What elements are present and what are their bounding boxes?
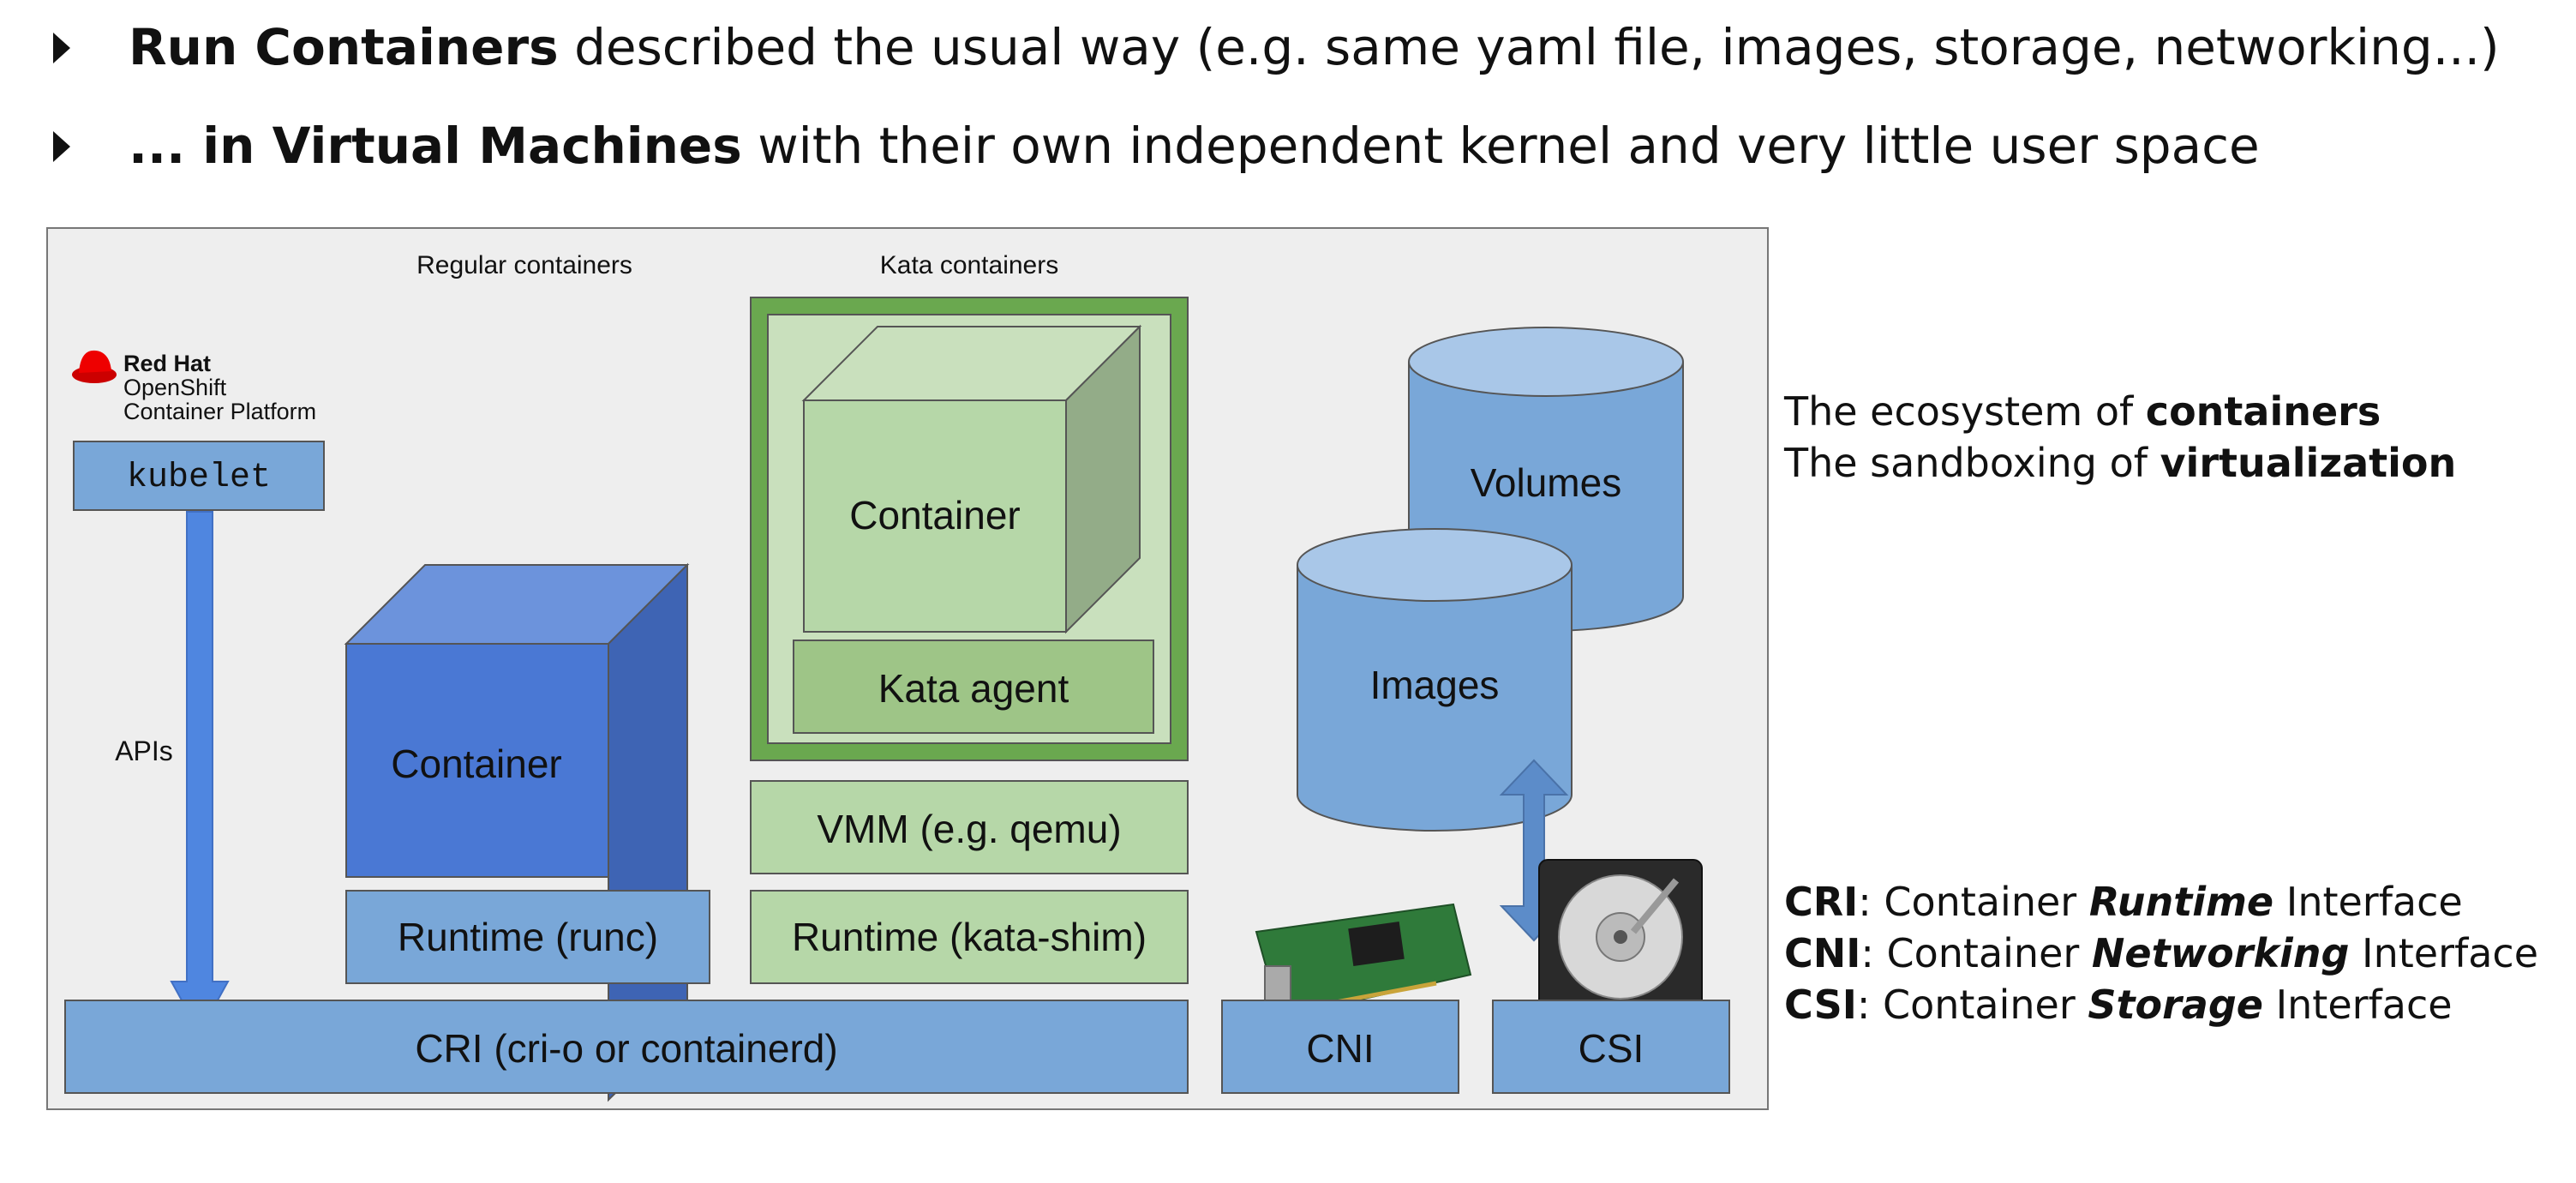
bullet-run-containers: Run Containers described the usual way (… (0, 9, 2500, 86)
regular-containers-label: Regular containers (416, 251, 632, 279)
kata-agent-label: Kata agent (878, 666, 1069, 711)
vmm-box (750, 780, 1189, 874)
kata-container-label: Container (849, 493, 1020, 537)
kata-agent-box (793, 640, 1154, 734)
runtime-runc-box (345, 890, 710, 984)
csi-box (1492, 1000, 1730, 1094)
bullet-text: ... in Virtual Machines with their own i… (129, 117, 2260, 175)
logo-line-2: OpenShift (123, 375, 227, 400)
bullet-text: Run Containers described the usual way (… (129, 18, 2500, 76)
kata-containers-label: Kata containers (880, 251, 1058, 279)
bullet-arrow-icon (53, 33, 70, 63)
ecosystem-line-1: The ecosystem of containers (1784, 388, 2381, 435)
kubelet-box (73, 441, 325, 511)
redhat-openshift-logo: Red Hat OpenShift Container Platform (72, 350, 316, 424)
storage-double-arrow (1499, 759, 1569, 942)
cri-bar (64, 1000, 1189, 1094)
runtime-kata-box (750, 890, 1189, 984)
runtime-runc-label: Runtime (runc) (398, 915, 658, 959)
redhat-hat-crown-icon (79, 350, 111, 373)
cni-box (1221, 1000, 1459, 1094)
vmm-label: VMM (e.g. qemu) (817, 807, 1121, 851)
ecosystem-line-2: The sandboxing of virtualization (1784, 440, 2457, 486)
images-label: Images (1370, 663, 1500, 707)
runtime-kata-label: Runtime (kata-shim) (792, 915, 1147, 959)
apis-label: APIs (115, 736, 173, 766)
kata-container-cube (801, 324, 1142, 634)
interface-cri: CRI: Container Runtime Interface (1784, 879, 2463, 925)
cri-label: CRI (cri-o or containerd) (415, 1026, 837, 1071)
logo-line-1: Red Hat (123, 351, 211, 376)
cni-label: CNI (1306, 1026, 1374, 1071)
kubelet-label: kubelet (127, 459, 271, 497)
csi-label: CSI (1579, 1026, 1644, 1071)
logo-line-3: Container Platform (123, 399, 316, 424)
interface-cni: CNI: Container Networking Interface (1784, 930, 2538, 976)
architecture-diagram: Regular containers Kata containers Red H… (46, 227, 1769, 1110)
bullet-arrow-icon (53, 131, 70, 162)
images-cylinder (1297, 528, 1573, 832)
volumes-label: Volumes (1471, 460, 1621, 505)
bullet-virtual-machines: ... in Virtual Machines with their own i… (0, 107, 2485, 184)
apis-arrow (170, 511, 230, 1036)
interface-csi: CSI: Container Storage Interface (1784, 982, 2453, 1028)
regular-container-label: Container (391, 742, 561, 786)
